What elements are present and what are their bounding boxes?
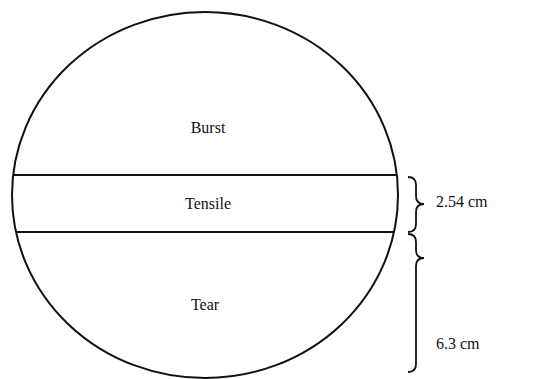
dimension-label: 2.54 cm — [436, 193, 488, 211]
sample-region: Tear — [183, 294, 228, 316]
region-label: Burst — [187, 119, 230, 137]
sample-circle — [12, 12, 398, 378]
sample-region: Tensile — [177, 193, 239, 215]
dimension-brace — [408, 177, 424, 232]
dimension-label: 6.3 cm — [436, 335, 480, 353]
cut-line — [13, 174, 397, 176]
region-label: Tensile — [181, 195, 235, 213]
dimension-brace — [408, 234, 424, 372]
cut-line — [16, 231, 394, 233]
region-label: Tear — [187, 296, 224, 314]
sample-region: Burst — [183, 117, 234, 139]
